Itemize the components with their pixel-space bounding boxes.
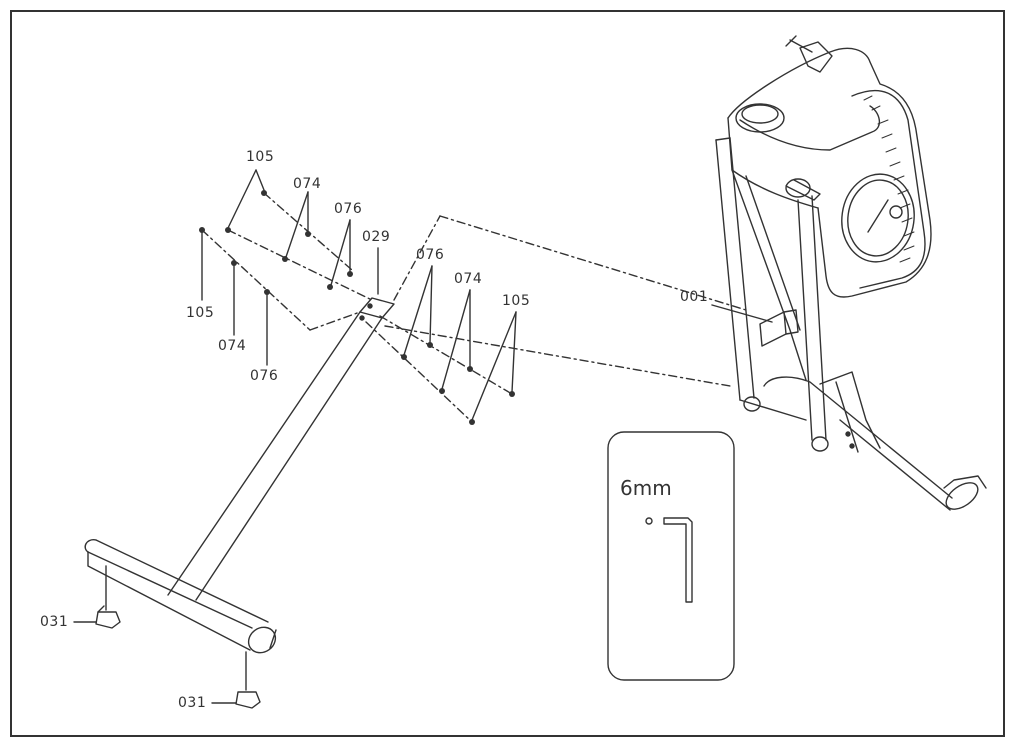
callout-029: 029 bbox=[362, 229, 391, 245]
allen-key-icon bbox=[645, 517, 693, 603]
callout-105-top: 105 bbox=[246, 149, 275, 165]
diagram-frame bbox=[10, 10, 1005, 737]
hardware-alignment bbox=[201, 192, 747, 423]
main-frame bbox=[715, 35, 987, 511]
tool-size-label: 6mm bbox=[620, 476, 672, 500]
callout-074-left: 074 bbox=[218, 338, 247, 354]
hardware-dots bbox=[199, 190, 515, 425]
leveling-foot-left bbox=[95, 565, 121, 629]
callout-076-top: 076 bbox=[334, 201, 363, 217]
rear-stabilizer bbox=[84, 297, 395, 709]
callout-076-right: 076 bbox=[416, 247, 445, 263]
callout-leaders bbox=[73, 169, 773, 704]
leveling-foot-right bbox=[235, 651, 261, 709]
callout-074-right: 074 bbox=[454, 271, 483, 287]
callout-105-right: 105 bbox=[502, 293, 531, 309]
callout-105-left: 105 bbox=[186, 305, 215, 321]
callout-001: 001 bbox=[680, 289, 709, 305]
callout-074-top: 074 bbox=[293, 176, 322, 192]
callout-031-left: 031 bbox=[40, 614, 69, 630]
callout-031-bottom: 031 bbox=[178, 695, 207, 711]
callout-076-left: 076 bbox=[250, 368, 279, 384]
tool-box bbox=[607, 431, 735, 681]
